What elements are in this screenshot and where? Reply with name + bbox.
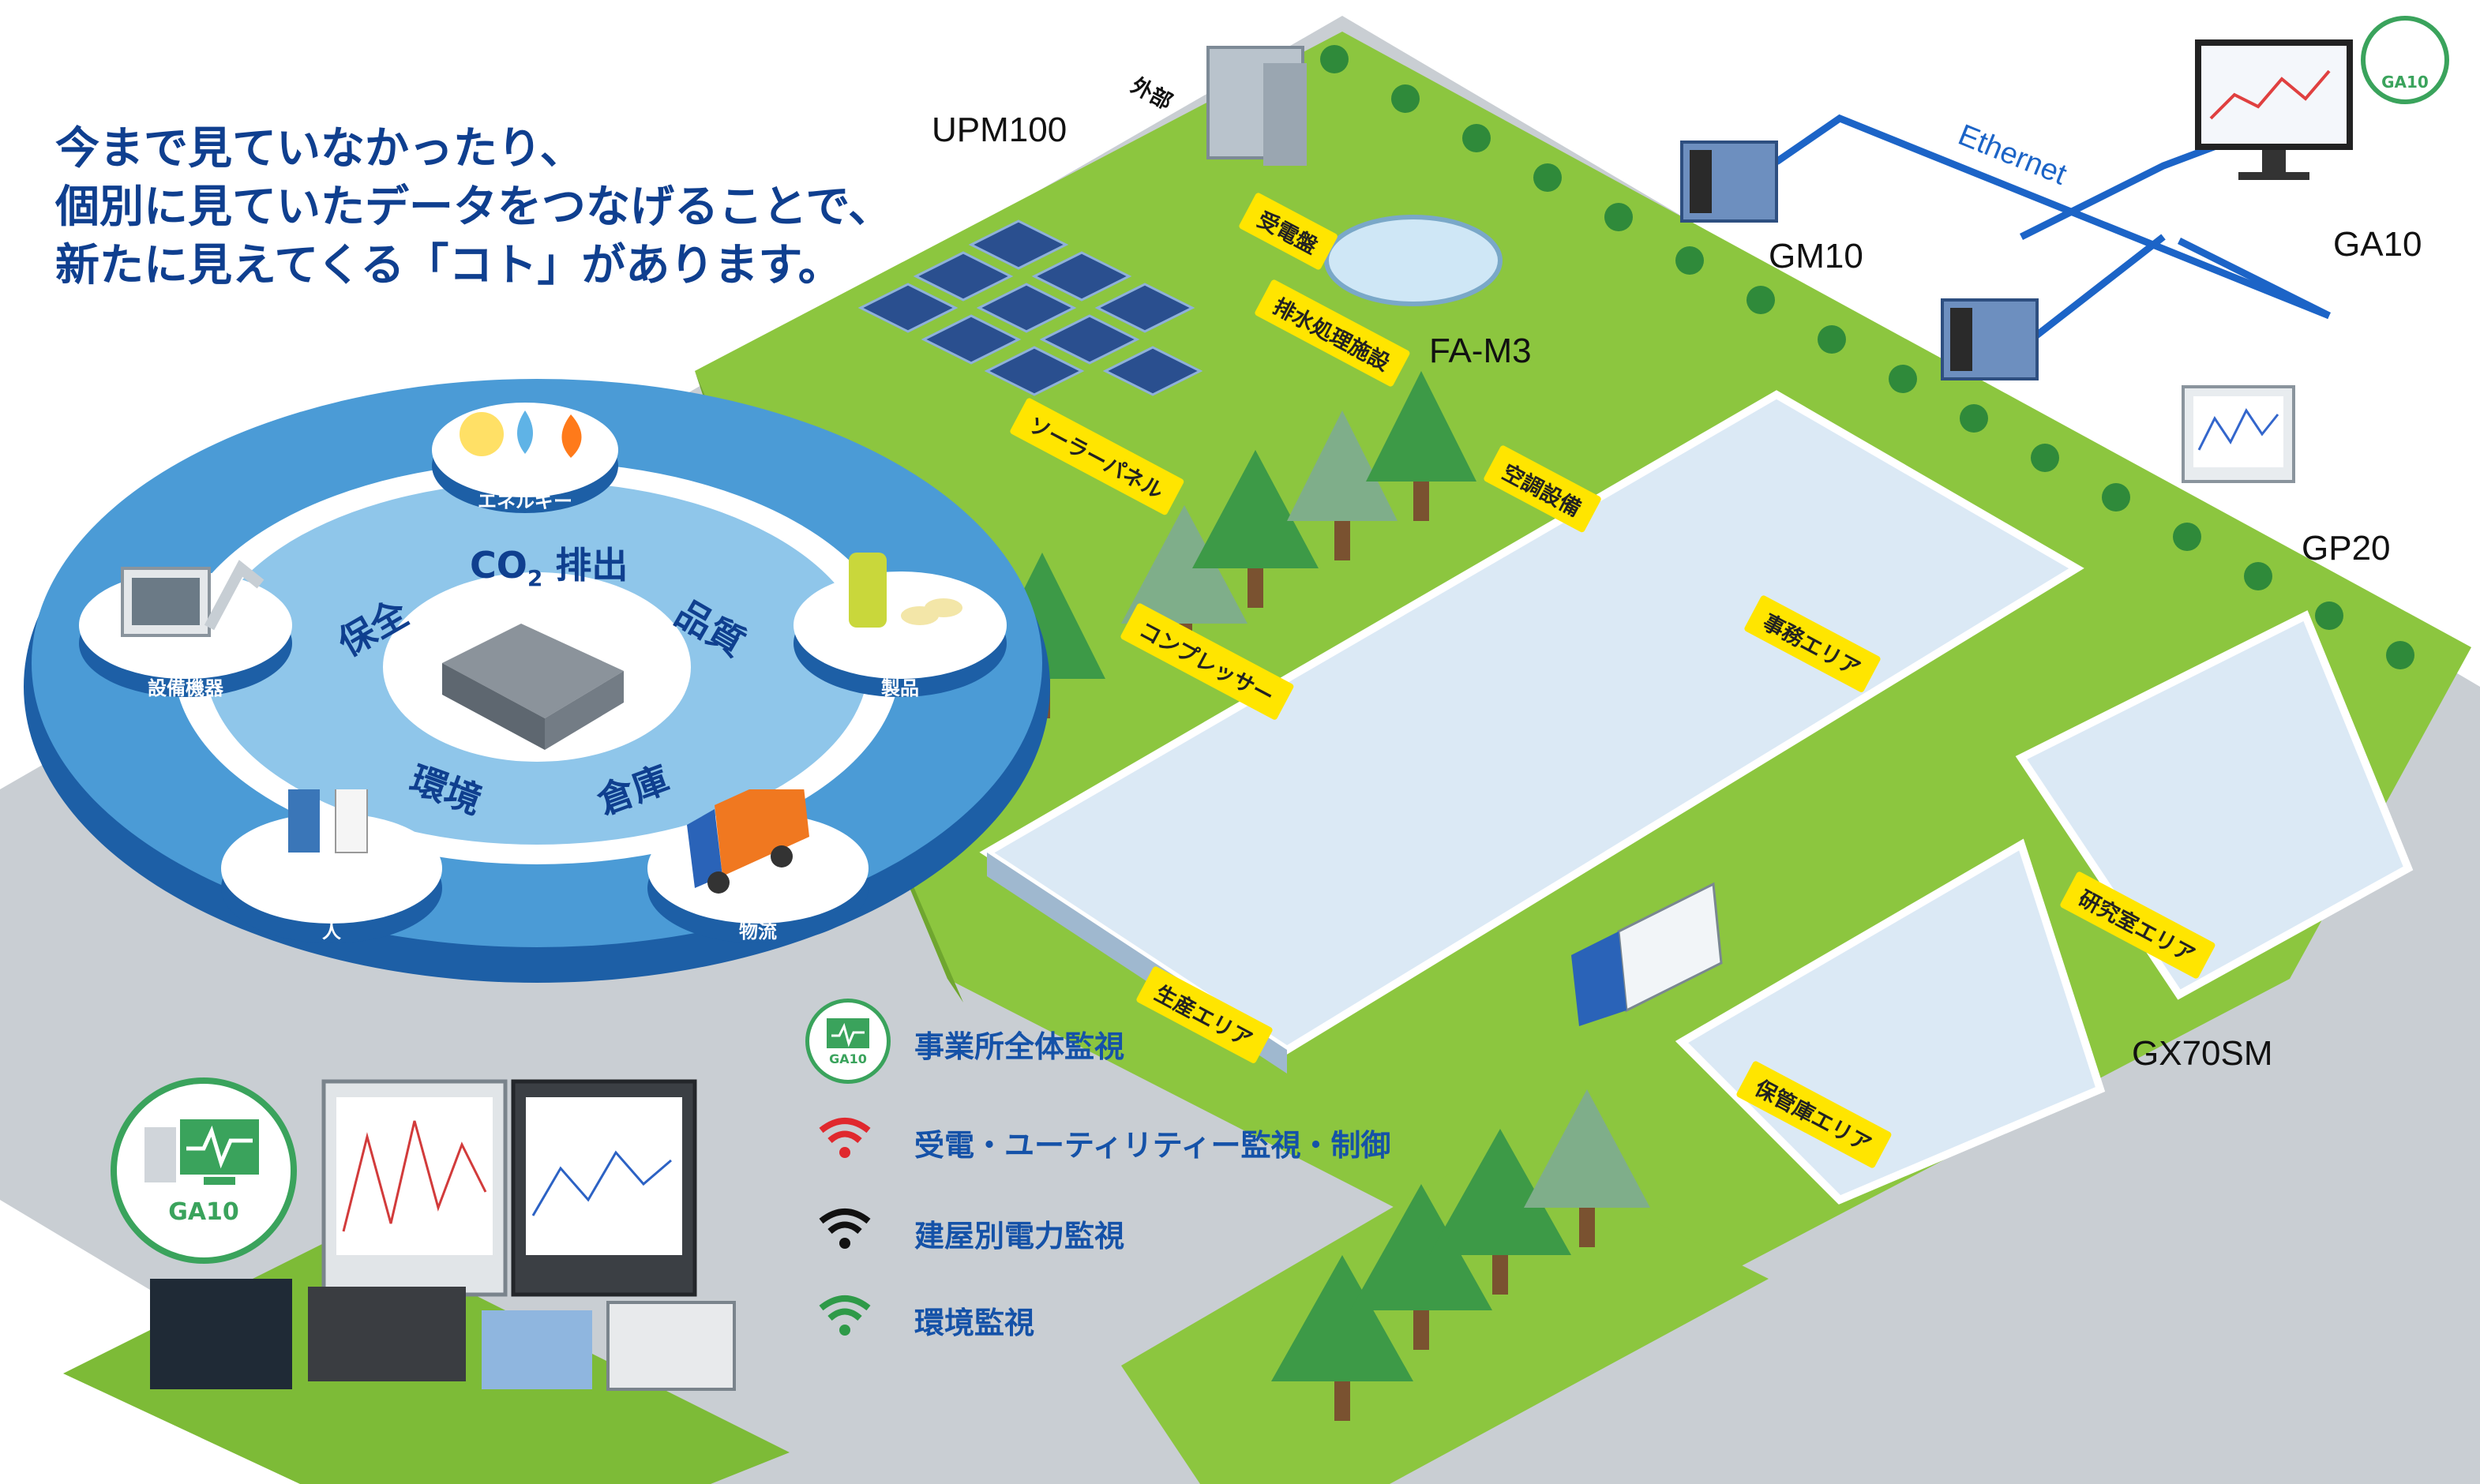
ga10-badge-top-label: GA10 xyxy=(2381,73,2429,92)
ga10-label: GA10 xyxy=(2333,225,2422,264)
co2-subscript: 2 xyxy=(527,565,543,592)
disc-product-shape xyxy=(794,553,1007,697)
ga10-monitor-icon-graphic xyxy=(827,1018,869,1048)
trees xyxy=(979,371,1650,1421)
wastewater-tank xyxy=(1324,215,1503,306)
grass-park xyxy=(1121,1145,1769,1484)
gm10-label: GM10 xyxy=(1769,237,1863,275)
solar-panels xyxy=(857,219,1203,396)
headline-line-1: 今まで見ていなかったり、 xyxy=(55,123,584,174)
ga10-badge-large-graphic xyxy=(144,1119,259,1185)
disc-product: 製品 xyxy=(790,553,1011,703)
fam3-label: FA-M3 xyxy=(1429,332,1532,370)
gp20-recorder xyxy=(2182,385,2295,483)
gm10-device-top xyxy=(1680,141,1778,223)
legend-label-3: 環境監視 xyxy=(914,1306,1035,1340)
disc-people-label: 人 xyxy=(322,920,341,942)
substation xyxy=(1206,46,1307,166)
wifi-black-icon xyxy=(819,1209,871,1249)
legend-label-2: 建屋別電力監視 xyxy=(914,1219,1125,1254)
ga10-badge-top: GA10 xyxy=(2361,16,2449,104)
disc-equipment: 設備機器 xyxy=(75,553,296,703)
legend-label-0: 事業所全体監視 xyxy=(914,1029,1125,1064)
disc-energy: エネルギー xyxy=(430,395,620,521)
disc-energy-shape xyxy=(432,403,618,513)
ga10-monitor-icon: GA10 xyxy=(805,999,891,1084)
gm10-device-bottom xyxy=(1941,298,2039,380)
headline-line-2: 個別に見ていたデータをつなげることで、 xyxy=(55,182,893,233)
co2-label: CO2 排出 xyxy=(470,537,628,591)
gp20-label: GP20 xyxy=(2302,529,2391,568)
disc-logistics-shape xyxy=(647,766,869,943)
tree-row xyxy=(1320,45,2414,669)
headline-line-3: 新たに見えてくる「コト」があります。 xyxy=(55,240,842,291)
co2-rest-text: 排出 xyxy=(542,544,628,586)
legend-ga10-badge-label: GA10 xyxy=(829,1051,867,1066)
ga10-pc-monitor xyxy=(2195,39,2353,180)
hardware-product-group xyxy=(150,1079,736,1391)
disc-energy-label: エネルギー xyxy=(478,490,572,512)
disc-logistics-label: 物流 xyxy=(739,920,777,942)
upm100-label: UPM100 xyxy=(932,111,1067,149)
gx70sm-label: GX70SM xyxy=(2132,1034,2273,1073)
disc-product-label: 製品 xyxy=(881,677,919,699)
delivery-truck xyxy=(1571,882,1723,1026)
co2-text: CO xyxy=(470,544,527,586)
wifi-red-icon xyxy=(819,1118,871,1158)
disc-people: 人 xyxy=(217,712,446,947)
ga10-badge-large: GA10 xyxy=(111,1077,297,1264)
legend-label-1: 受電・ユーティリティー監視・制御 xyxy=(914,1128,1391,1163)
ga10-badge-large-label: GA10 xyxy=(168,1198,239,1226)
disc-logistics: 物流 xyxy=(643,766,872,947)
wifi-green-icon xyxy=(819,1295,871,1336)
disc-equipment-shape xyxy=(79,560,292,697)
disc-equipment-label: 設備機器 xyxy=(148,677,223,699)
